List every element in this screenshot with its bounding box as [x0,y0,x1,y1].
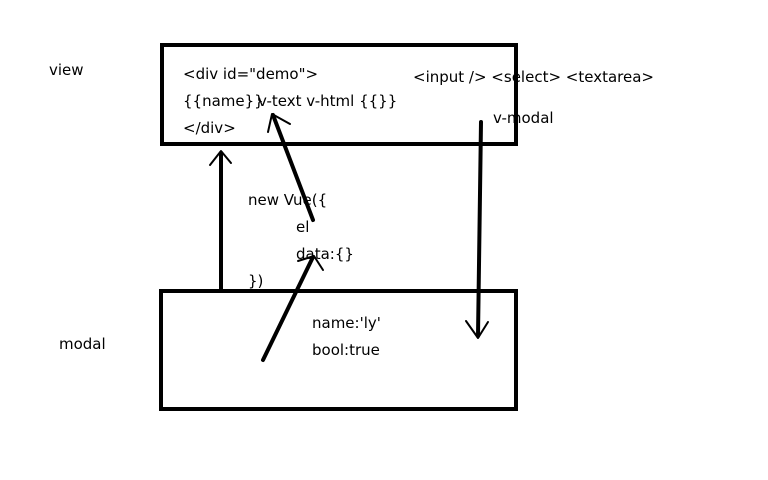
arrow-el-to-directives [271,113,315,222]
arrowhead-up-left [209,150,232,166]
vue-close-line: }) [248,272,264,290]
vue-el-line: el [296,218,310,236]
arrow-modal-to-data [261,255,315,362]
view-form-elements: <input /> <select> <textarea> [413,68,654,86]
view-div-open: <div id="demo"> [183,65,319,83]
arrowhead-directives [267,113,291,133]
arrow-vmodal-to-modal [476,120,483,338]
modal-box [159,289,518,411]
arrowhead-data [297,255,324,271]
view-directives: v-text v-html {{}} [258,92,398,110]
modal-name-field: name:'ly' [312,314,381,332]
modal-label: modal [59,335,106,353]
view-box [160,43,518,146]
arrowhead-down-right [465,320,489,339]
view-label: view [49,61,84,79]
modal-bool-field: bool:true [312,341,380,359]
view-v-modal: v-modal [493,109,554,127]
view-name-binding: {{name}} [183,92,264,110]
view-div-close: </div> [183,119,236,137]
